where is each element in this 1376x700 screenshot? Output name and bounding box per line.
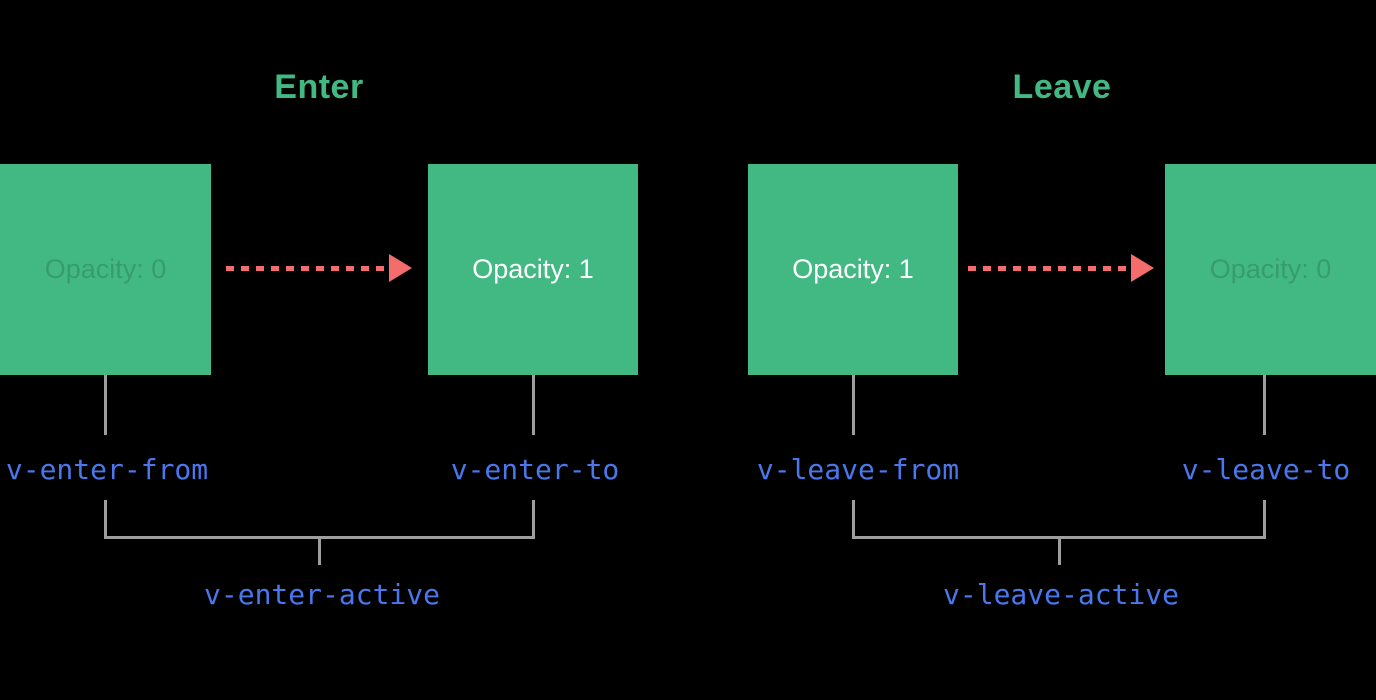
enter-from-class-label: v-enter-from bbox=[5, 453, 209, 486]
enter-transition-arrow-icon bbox=[226, 254, 412, 282]
leave-to-connector-line bbox=[1263, 375, 1266, 435]
enter-active-class-label: v-enter-active bbox=[203, 578, 441, 611]
leave-arrow-dashed-line bbox=[968, 265, 1131, 271]
enter-to-opacity-label: Opacity: 1 bbox=[472, 254, 594, 284]
enter-section-title: Enter bbox=[274, 68, 364, 106]
enter-from-connector-line bbox=[104, 375, 107, 435]
leave-section-title: Leave bbox=[1012, 68, 1112, 106]
enter-arrow-dashed-line bbox=[226, 265, 389, 271]
leave-bracket-drop-line bbox=[1058, 539, 1061, 565]
enter-from-opacity-label: Opacity: 0 bbox=[44, 254, 167, 284]
enter-to-class-label: v-enter-to bbox=[450, 453, 620, 486]
leave-bracket-bottom-line bbox=[852, 536, 1266, 539]
leave-to-class-label: v-leave-to bbox=[1181, 453, 1351, 486]
leave-bracket-left-line bbox=[852, 500, 855, 536]
leave-from-box: Opacity: 1 bbox=[748, 164, 958, 375]
leave-arrow-head-icon bbox=[1131, 254, 1154, 282]
enter-bracket-left-line bbox=[104, 500, 107, 536]
enter-to-connector-line bbox=[532, 375, 535, 435]
enter-bracket-drop-line bbox=[318, 539, 321, 565]
leave-from-connector-line bbox=[852, 375, 855, 435]
enter-to-box: Opacity: 1 bbox=[428, 164, 638, 375]
enter-bracket-bottom-line bbox=[104, 536, 535, 539]
leave-transition-arrow-icon bbox=[968, 254, 1154, 282]
enter-arrow-head-icon bbox=[389, 254, 412, 282]
leave-to-opacity-label: Opacity: 0 bbox=[1209, 254, 1332, 284]
enter-bracket-right-line bbox=[532, 500, 535, 536]
leave-to-box: Opacity: 0 bbox=[1165, 164, 1376, 375]
leave-bracket-right-line bbox=[1263, 500, 1266, 536]
leave-from-class-label: v-leave-from bbox=[756, 453, 960, 486]
leave-active-class-label: v-leave-active bbox=[942, 578, 1180, 611]
enter-from-box: Opacity: 0 bbox=[0, 164, 211, 375]
leave-from-opacity-label: Opacity: 1 bbox=[792, 254, 914, 284]
